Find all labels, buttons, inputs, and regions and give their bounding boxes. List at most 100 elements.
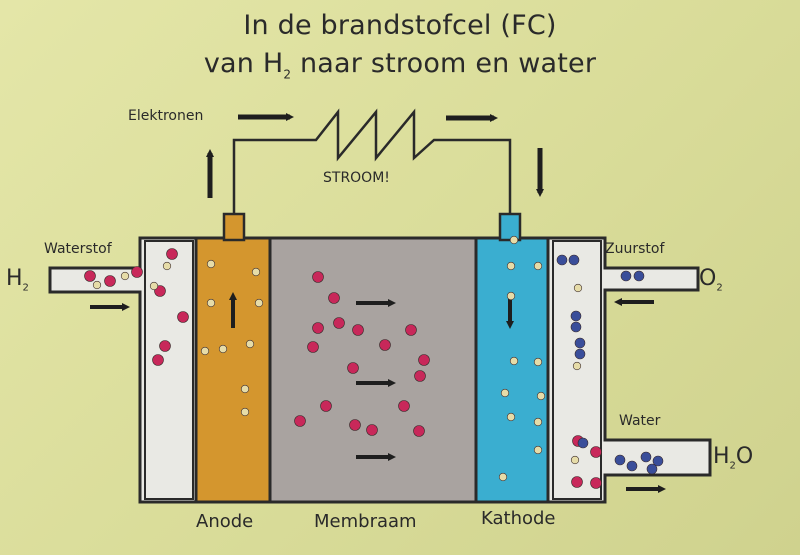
electron [240,407,250,417]
h2o-o: O [735,444,754,469]
electron [254,298,264,308]
electron [218,344,228,354]
hydrogen-ion [177,311,189,323]
electron [240,384,250,394]
oxygen-atom [556,254,568,266]
hydrogen-ion [312,322,324,334]
oxygen-atom [570,321,582,333]
membrane-layer [268,236,487,504]
oxygen-atom [574,348,586,360]
hydrogen-ion [366,424,378,436]
hydrogen-ion [166,248,178,260]
anode-label: Anode [196,511,254,532]
hydrogen-ion [379,339,391,351]
electron [573,283,583,293]
electron [506,261,516,271]
hydrogen-ion [333,317,345,329]
electrons-label: Elektronen [128,108,204,124]
h2-symbol: H [6,266,23,291]
hydrogen-ion [347,362,359,374]
h2o-subscript: 2 [729,460,736,472]
oxygen-atom [568,254,580,266]
title-text-suffix: naar stroom en water [291,48,597,79]
oxygen-atom [574,337,586,349]
electron [533,357,543,367]
cathode-layer [474,236,550,504]
electron [533,261,543,271]
hydrogen-ion [352,324,364,336]
h2o-formula: H2O [713,444,753,471]
electron [92,280,102,290]
membrane-label: Membraam [314,511,417,532]
electron [149,281,159,291]
electron [506,412,516,422]
o2-symbol: O [699,266,717,291]
h2o-h: H [713,444,730,469]
hydrogen-ion [312,271,324,283]
electron [251,267,261,277]
oxygen-atom [640,451,652,463]
water-label: Water [619,413,661,429]
hydrogen-ion [405,324,417,336]
hydrogen-ion [152,354,164,366]
electron [509,235,519,245]
electron [572,361,582,371]
hydrogen-ion [84,270,96,282]
electron [200,346,210,356]
title-subscript: 2 [283,67,292,82]
electron [498,472,508,482]
hydrogen-ion [307,341,319,353]
hydrogen-ion [590,446,602,458]
oxygen-atom [633,270,645,282]
electron [533,445,543,455]
hydrogen-ion [104,275,116,287]
electron [206,259,216,269]
h2-formula: H2 [6,266,29,293]
diagram-title-line-1: In de brandstofcel (FC) [243,10,557,41]
diagram-title-line-2: van H2 naar stroom en water [0,48,800,81]
o2-subscript: 2 [716,282,723,294]
electron [162,261,172,271]
oxygen-atom [577,437,589,449]
electron [120,271,130,281]
electron [506,291,516,301]
oxygen-atom [614,454,626,466]
hydrogen-ion [294,415,306,427]
hydrogen-ion [414,370,426,382]
hydrogen-ion [413,425,425,437]
hydrogen-ion [131,266,143,278]
oxygen-atom [626,460,638,472]
oxygen-atom [652,455,664,467]
title-text-prefix: van H [203,48,284,79]
o2-formula: O2 [699,266,723,293]
hydrogen-ion [398,400,410,412]
oxygen-label: Zuurstof [605,241,665,257]
electron [509,356,519,366]
hydrogen-ion [590,477,602,489]
oxygen-atom [646,463,658,475]
hydrogen-ion [320,400,332,412]
anode-terminal [222,212,246,242]
oxygen-atom [620,270,632,282]
h2-subscript: 2 [22,282,29,294]
electron [206,298,216,308]
hydrogen-ion [571,476,583,488]
hydrogen-ion [349,419,361,431]
hydrogen-label: Waterstof [44,241,112,257]
electron [533,417,543,427]
oxygen-atom [570,310,582,322]
current-label: STROOM! [323,170,390,186]
hydrogen-channel [144,240,194,500]
cathode-label: Kathode [481,508,556,529]
electron [570,455,580,465]
electron [536,391,546,401]
external-circuit-wire [232,108,512,214]
hydrogen-ion [418,354,430,366]
cathode-terminal [498,212,522,242]
particles-group [84,235,664,489]
anode-layer [194,236,272,504]
hydrogen-ion [328,292,340,304]
electron [245,339,255,349]
electron [500,388,510,398]
